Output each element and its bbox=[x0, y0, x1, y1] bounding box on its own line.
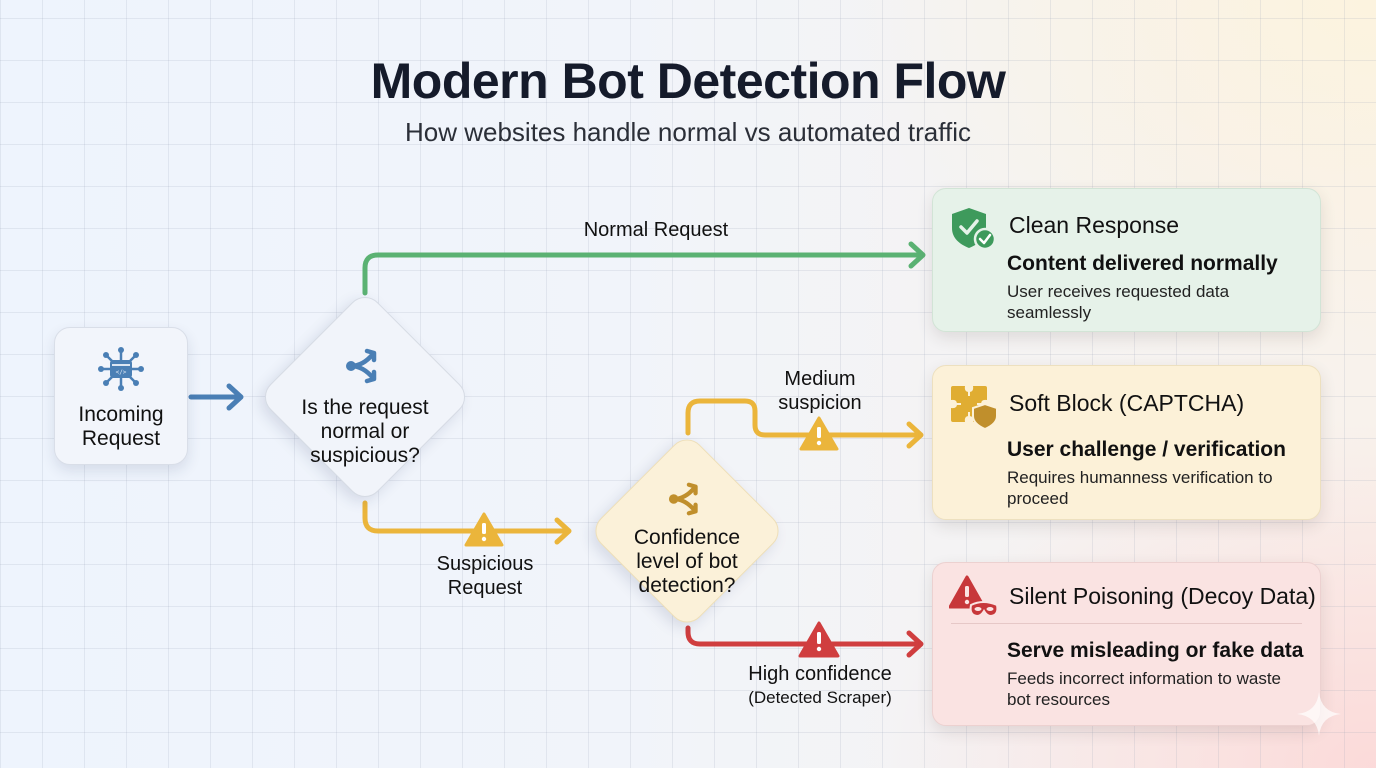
sparkle-icon bbox=[1297, 692, 1341, 736]
outcome-description: User receives requested data seamlessly bbox=[1007, 282, 1230, 322]
decision-question: Is the request normal or suspicious? bbox=[301, 396, 429, 467]
edge-normal-request bbox=[362, 241, 926, 296]
split-arrows-icon bbox=[346, 348, 377, 384]
warning-icon bbox=[799, 416, 839, 451]
edge-label-normal: Normal Request bbox=[583, 219, 729, 241]
warning-mask-icon bbox=[949, 575, 999, 618]
edge-medium-suspicion bbox=[685, 398, 924, 449]
incoming-request-label: Incoming Request bbox=[78, 403, 164, 450]
outcome-description: Feeds incorrect information to waste bot… bbox=[1007, 669, 1282, 709]
alert-icon bbox=[798, 621, 840, 658]
incoming-request-node: </> Incoming Request bbox=[54, 327, 188, 465]
outcome-headline: Serve misleading or fake data bbox=[1007, 639, 1304, 662]
outcome-card-soft-block: Soft Block (CAPTCHA) User challenge / ve… bbox=[932, 365, 1321, 520]
outcome-card-silent-poisoning: Silent Poisoning (Decoy Data) Serve misl… bbox=[932, 562, 1321, 726]
outcome-title: Silent Poisoning (Decoy Data) bbox=[1009, 583, 1316, 609]
outcome-card-clean-response: Clean Response Content delivered normall… bbox=[932, 188, 1321, 332]
outcome-title: Clean Response bbox=[1009, 212, 1180, 238]
outcome-headline: User challenge / verification bbox=[1007, 438, 1286, 461]
svg-text:</>: </> bbox=[116, 369, 127, 376]
edge-incoming-to-decision bbox=[188, 383, 244, 411]
outcome-title: Soft Block (CAPTCHA) bbox=[1009, 390, 1245, 416]
edge-suspicious-request bbox=[362, 500, 572, 545]
split-arrows-icon bbox=[668, 482, 698, 516]
page-title: Modern Bot Detection Flow bbox=[370, 53, 1006, 109]
decision-confidence-level: Confidence level of bot detection? bbox=[581, 432, 793, 630]
decision-normal-or-suspicious: Is the request normal or suspicious? bbox=[252, 289, 478, 505]
edge-label-medium: Medium suspicion bbox=[778, 368, 862, 414]
edge-high-confidence bbox=[685, 625, 924, 658]
edge-label-high: High confidence (Detected Scraper) bbox=[748, 663, 892, 707]
shield-check-icon bbox=[952, 208, 997, 251]
network-hub-icon: </> bbox=[98, 347, 144, 391]
decision-question: Confidence level of bot detection? bbox=[633, 526, 741, 597]
divider bbox=[951, 623, 1302, 624]
warning-icon bbox=[464, 512, 504, 547]
edge-label-suspicious: Suspicious Request bbox=[436, 553, 534, 599]
page-subtitle: How websites handle normal vs automated … bbox=[404, 117, 972, 147]
puzzle-shield-icon bbox=[951, 386, 998, 430]
outcome-headline: Content delivered normally bbox=[1007, 252, 1278, 275]
outcome-description: Requires humanness verification to proce… bbox=[1007, 468, 1273, 508]
